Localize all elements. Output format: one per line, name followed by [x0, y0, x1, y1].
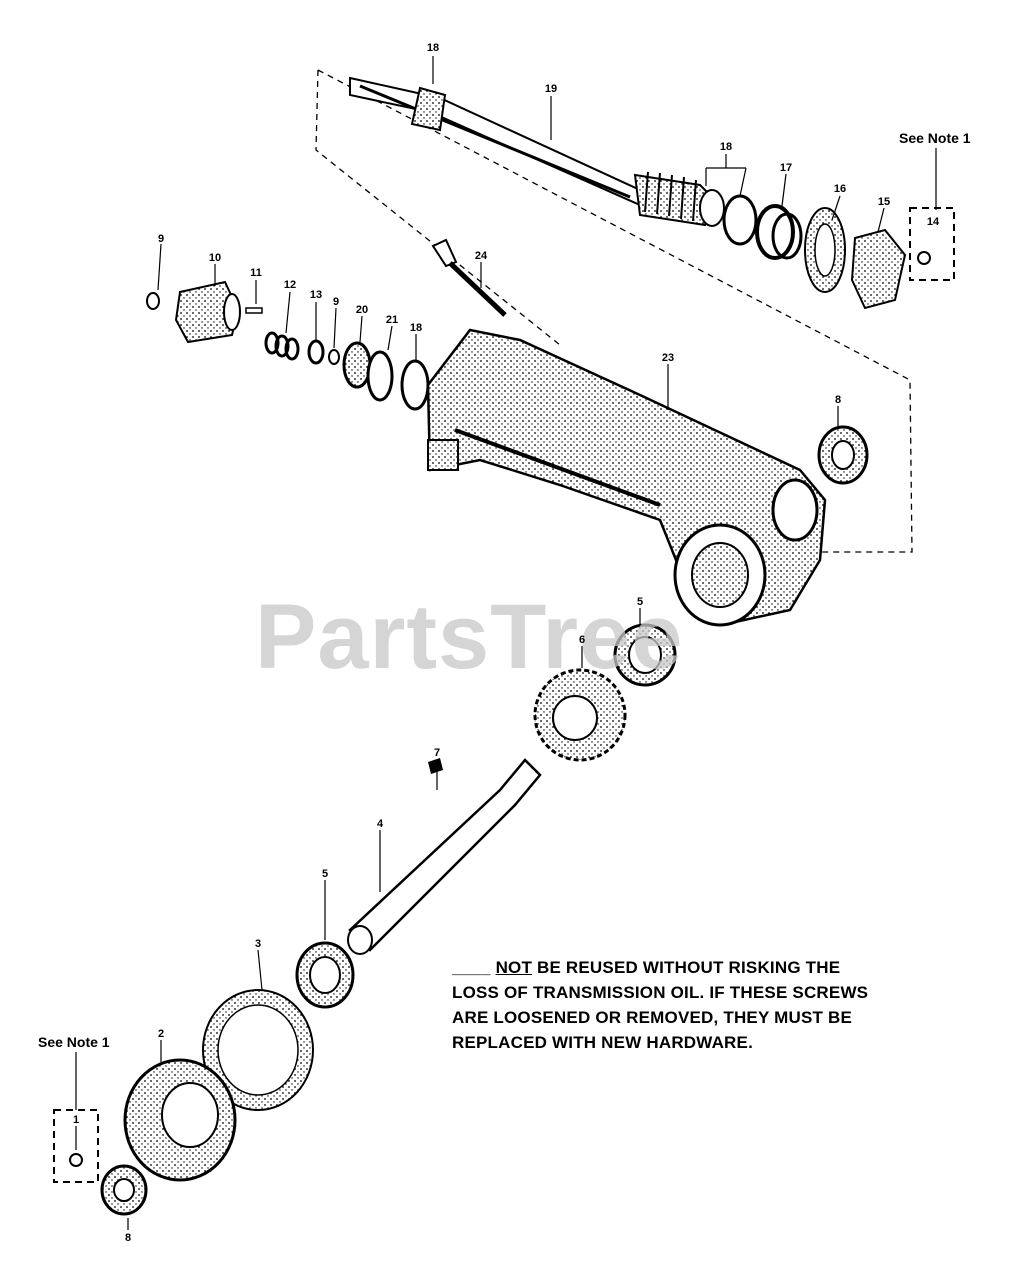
callout-18: 18 — [426, 42, 440, 54]
callout-7: 7 — [433, 747, 441, 759]
callout-1: 1 — [72, 1114, 80, 1126]
callout-20: 20 — [355, 304, 369, 316]
note-line-3: ARE LOOSENED OR REMOVED, THEY MUST BE — [452, 1008, 853, 1027]
callout-2: 2 — [157, 1028, 165, 1040]
watermark: PartsTree — [255, 586, 684, 688]
bearing-and-gear — [533, 623, 677, 762]
dashed-group-outline — [315, 69, 913, 553]
callout-5: 5 — [636, 596, 644, 608]
callout-6: 6 — [578, 634, 586, 646]
callout-12: 12 — [283, 279, 297, 291]
input-shaft-parts — [146, 280, 430, 411]
worm-shaft-assembly — [349, 76, 725, 227]
transmission-housing — [426, 328, 827, 627]
callout-5: 5 — [321, 868, 329, 880]
callout-3: 3 — [254, 938, 262, 950]
bearing-upper — [817, 425, 869, 485]
note-line-2: LOSS OF TRANSMISSION OIL. IF THESE SCREW… — [452, 983, 869, 1002]
leader-lines — [75, 56, 937, 1230]
callout-11: 11 — [250, 267, 262, 279]
callout-4: 4 — [376, 818, 384, 830]
callout-16: 16 — [833, 183, 847, 195]
callout-10: 10 — [208, 252, 222, 264]
output-shaft — [347, 758, 542, 955]
see-note-ref-top: See Note 1 — [899, 130, 971, 146]
callout-8: 8 — [124, 1232, 132, 1244]
upper-bearing-stack — [722, 194, 955, 310]
callout-14: 14 — [926, 216, 940, 228]
callout-18: 18 — [719, 141, 733, 153]
callout-15: 15 — [877, 196, 891, 208]
see-note-ref-bottom: See Note 1 — [38, 1034, 110, 1050]
hardware-note: ____ NOT BE REUSED WITHOUT RISKING THE L… — [452, 955, 912, 1055]
callout-17: 17 — [779, 162, 793, 174]
callout-8: 8 — [834, 394, 842, 406]
note-line-1: ____ NOT BE REUSED WITHOUT RISKING THE — [452, 955, 912, 980]
note-not-word: NOT — [495, 958, 533, 977]
note-line-1-rest: BE REUSED WITHOUT RISKING THE — [532, 958, 841, 977]
callout-13: 13 — [309, 289, 323, 301]
callout-23: 23 — [661, 352, 675, 364]
callout-18: 18 — [409, 322, 423, 334]
callout-9: 9 — [332, 296, 340, 308]
dipstick — [431, 238, 507, 317]
callout-9: 9 — [157, 233, 165, 245]
callout-21: 21 — [385, 314, 399, 326]
lower-cover-stack — [53, 941, 355, 1216]
callout-19: 19 — [544, 83, 558, 95]
note-line-4: REPLACED WITH NEW HARDWARE. — [452, 1033, 753, 1052]
callout-24: 24 — [474, 250, 488, 262]
note-blank: ____ — [452, 958, 491, 977]
